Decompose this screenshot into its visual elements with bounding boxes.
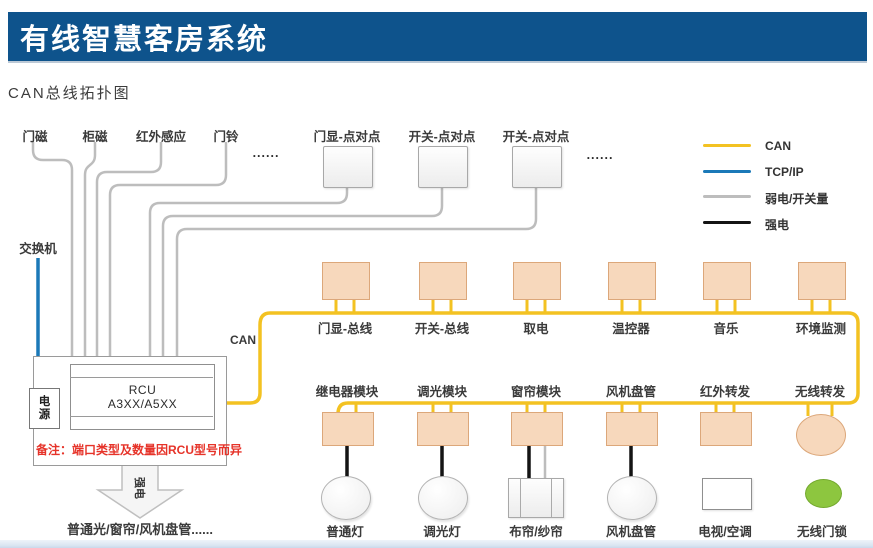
device-dimmable-light xyxy=(418,476,468,520)
page-title: 有线智慧客房系统 xyxy=(20,23,269,56)
module-irforward-label: 红外转发 xyxy=(699,385,751,399)
bus-device-doordisplay xyxy=(322,262,370,300)
sensor-doorbell: 门铃 xyxy=(213,130,239,144)
p2p-doordisplay-box xyxy=(323,146,373,188)
sensor-door-magnet: 门磁 xyxy=(22,130,48,144)
p2p-switch2-box xyxy=(512,146,562,188)
power-supply-box: 电源 xyxy=(29,388,60,429)
device-curtain-label: 布帘/纱帘 xyxy=(509,525,563,539)
bottom-accent-strip xyxy=(0,540,873,548)
bus-device-switch xyxy=(419,262,467,300)
rcu-model-line1: RCU xyxy=(128,383,157,397)
curtain-panel-divider-right xyxy=(551,479,552,517)
p2p-switch1-label: 开关-点对点 xyxy=(408,130,476,144)
rcu-note: 备注：端口类型及数量因RCU型号而异 xyxy=(36,443,242,457)
module-fancoil-label: 风机盘管 xyxy=(605,385,657,399)
bus-device-thermostat xyxy=(608,262,656,300)
module-irforward xyxy=(700,412,752,446)
bus-device-envmonitor-label: 环境监测 xyxy=(795,322,847,336)
legend-weak-line xyxy=(703,195,751,198)
device-fan-coil xyxy=(607,476,657,520)
device-tv-ac xyxy=(702,478,752,510)
legend-strong-line xyxy=(703,221,751,224)
legend-can-label: CAN xyxy=(765,139,791,153)
strong-power-devices-label: 普通光/窗帘/风机盘管...... xyxy=(67,522,213,537)
strong-power-arrow-label: 强电 xyxy=(133,477,145,499)
legend-weak-label: 弱电/开关量 xyxy=(765,192,829,206)
module-relay xyxy=(322,412,374,446)
legend-tcpip-line xyxy=(703,170,751,173)
device-dimmable-light-label: 调光灯 xyxy=(423,525,461,539)
device-wireless-lock-label: 无线门锁 xyxy=(796,525,848,539)
module-relay-label: 继电器模块 xyxy=(315,385,379,399)
rcu-port-strip-bottom xyxy=(70,416,213,417)
bus-device-envmonitor xyxy=(798,262,846,300)
p2p-ellipsis: ...... xyxy=(586,148,614,162)
module-curtain-label: 窗帘模块 xyxy=(510,385,562,399)
sensor-ellipsis: ...... xyxy=(252,146,280,160)
p2p-doordisplay-label: 门显-点对点 xyxy=(313,130,381,144)
can-stubs-bus-row xyxy=(334,296,832,313)
module-dimmer xyxy=(417,412,469,446)
bus-device-doordisplay-label: 门显-总线 xyxy=(317,322,373,336)
bus-device-switch-label: 开关-总线 xyxy=(414,322,470,336)
legend-can-line xyxy=(703,144,751,147)
device-tv-ac-label: 电视/空调 xyxy=(698,525,752,539)
bus-device-thermostat-label: 温控器 xyxy=(612,322,650,336)
sensor-cabinet-magnet: 柜磁 xyxy=(82,130,108,144)
device-fan-coil-label: 风机盘管 xyxy=(605,525,657,539)
rcu-port-strip-top xyxy=(70,377,213,378)
device-ordinary-light xyxy=(321,476,371,520)
bus-device-powertake xyxy=(513,262,561,300)
device-ordinary-light-label: 普通灯 xyxy=(326,525,364,539)
network-switch-label: 交换机 xyxy=(19,242,57,256)
p2p-switch1-box xyxy=(418,146,468,188)
rcu-unit: RCU A3XX/A5XX xyxy=(70,364,215,430)
legend-tcpip-label: TCP/IP xyxy=(765,165,804,179)
module-wirelessforward xyxy=(796,414,846,456)
strong-power-lines xyxy=(345,443,633,479)
module-curtain xyxy=(511,412,563,446)
bus-device-music-label: 音乐 xyxy=(713,322,739,336)
curtain-panel-divider-left xyxy=(520,479,521,517)
module-fancoil xyxy=(606,412,658,446)
legend-strong-label: 强电 xyxy=(765,218,790,232)
sensor-infrared: 红外感应 xyxy=(135,130,187,144)
device-curtain xyxy=(508,478,564,518)
p2p-switch2-label: 开关-点对点 xyxy=(502,130,570,144)
power-supply-label: 电源 xyxy=(38,395,51,421)
can-line-tag: CAN xyxy=(230,333,256,347)
device-wireless-lock xyxy=(805,479,842,508)
page-header: 有线智慧客房系统 xyxy=(8,12,867,63)
bus-device-powertake-label: 取电 xyxy=(523,322,549,336)
module-dimmer-label: 调光模块 xyxy=(416,385,468,399)
bus-device-music xyxy=(703,262,751,300)
module-wirelessforward-label: 无线转发 xyxy=(794,385,846,399)
diagram-title: CAN总线拓扑图 xyxy=(8,85,131,102)
rcu-model-line2: A3XX/A5XX xyxy=(107,397,178,411)
